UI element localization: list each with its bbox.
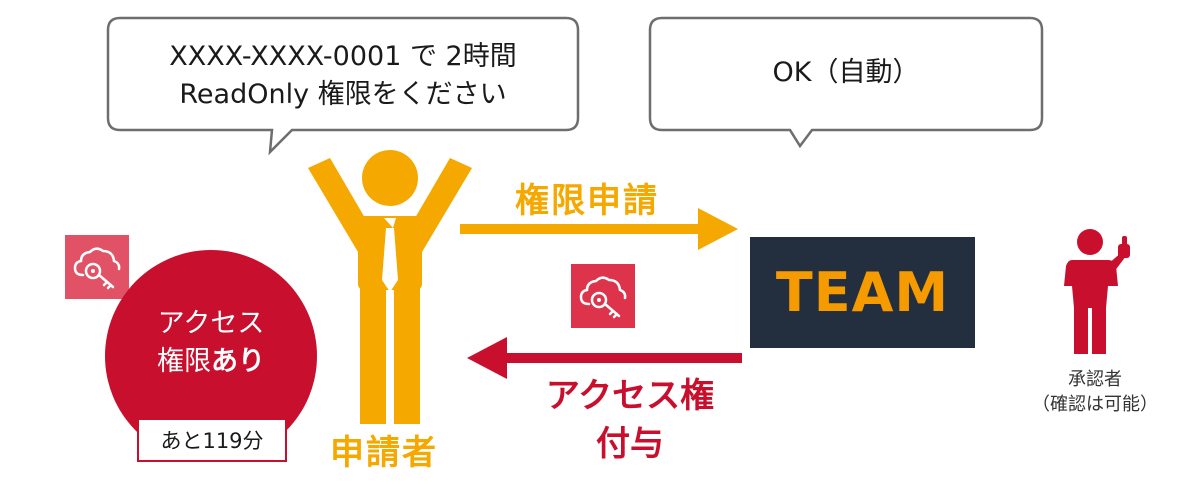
team-box: TEAM: [750, 237, 975, 348]
person-thumbs-up-icon: [1064, 229, 1130, 354]
grant-label-line-2: 付与: [596, 424, 664, 464]
grant-label: アクセス権 付与: [510, 372, 750, 468]
person-arms-up-icon: [308, 150, 472, 424]
grant-label-line-1: アクセス権: [545, 376, 715, 416]
access-line-2: 権限あり: [157, 346, 265, 377]
grant-arrow: [467, 337, 742, 379]
reply-bubble-shape: [648, 16, 1044, 149]
access-line-1: アクセス: [157, 308, 265, 339]
approver-label: 承認者 （確認は可能）: [1010, 367, 1180, 417]
cloud-key-icon: [571, 264, 635, 328]
approver-line-1: 承認者: [1068, 369, 1122, 390]
request-bubble-shape: [106, 16, 580, 156]
request-line-2: ReadOnly 権限をください: [179, 79, 507, 110]
approver-line-2: （確認は可能）: [1032, 394, 1158, 415]
cloud-key-icon: [65, 235, 129, 299]
access-status-text: アクセス 権限あり: [105, 305, 317, 381]
request-arrow: [460, 208, 738, 250]
request-line-1: XXXX-XXXX-0001 で 2時間: [169, 41, 517, 72]
team-logo-text: TEAM: [775, 261, 950, 324]
applicant-label: 申請者: [330, 433, 438, 473]
request-bubble-text: XXXX-XXXX-0001 で 2時間 ReadOnly 権限をください: [108, 38, 578, 114]
remaining-time-badge: あと119分: [137, 418, 287, 462]
reply-bubble-text: OK（自動）: [772, 57, 920, 88]
request-label: 権限申請: [515, 181, 659, 221]
